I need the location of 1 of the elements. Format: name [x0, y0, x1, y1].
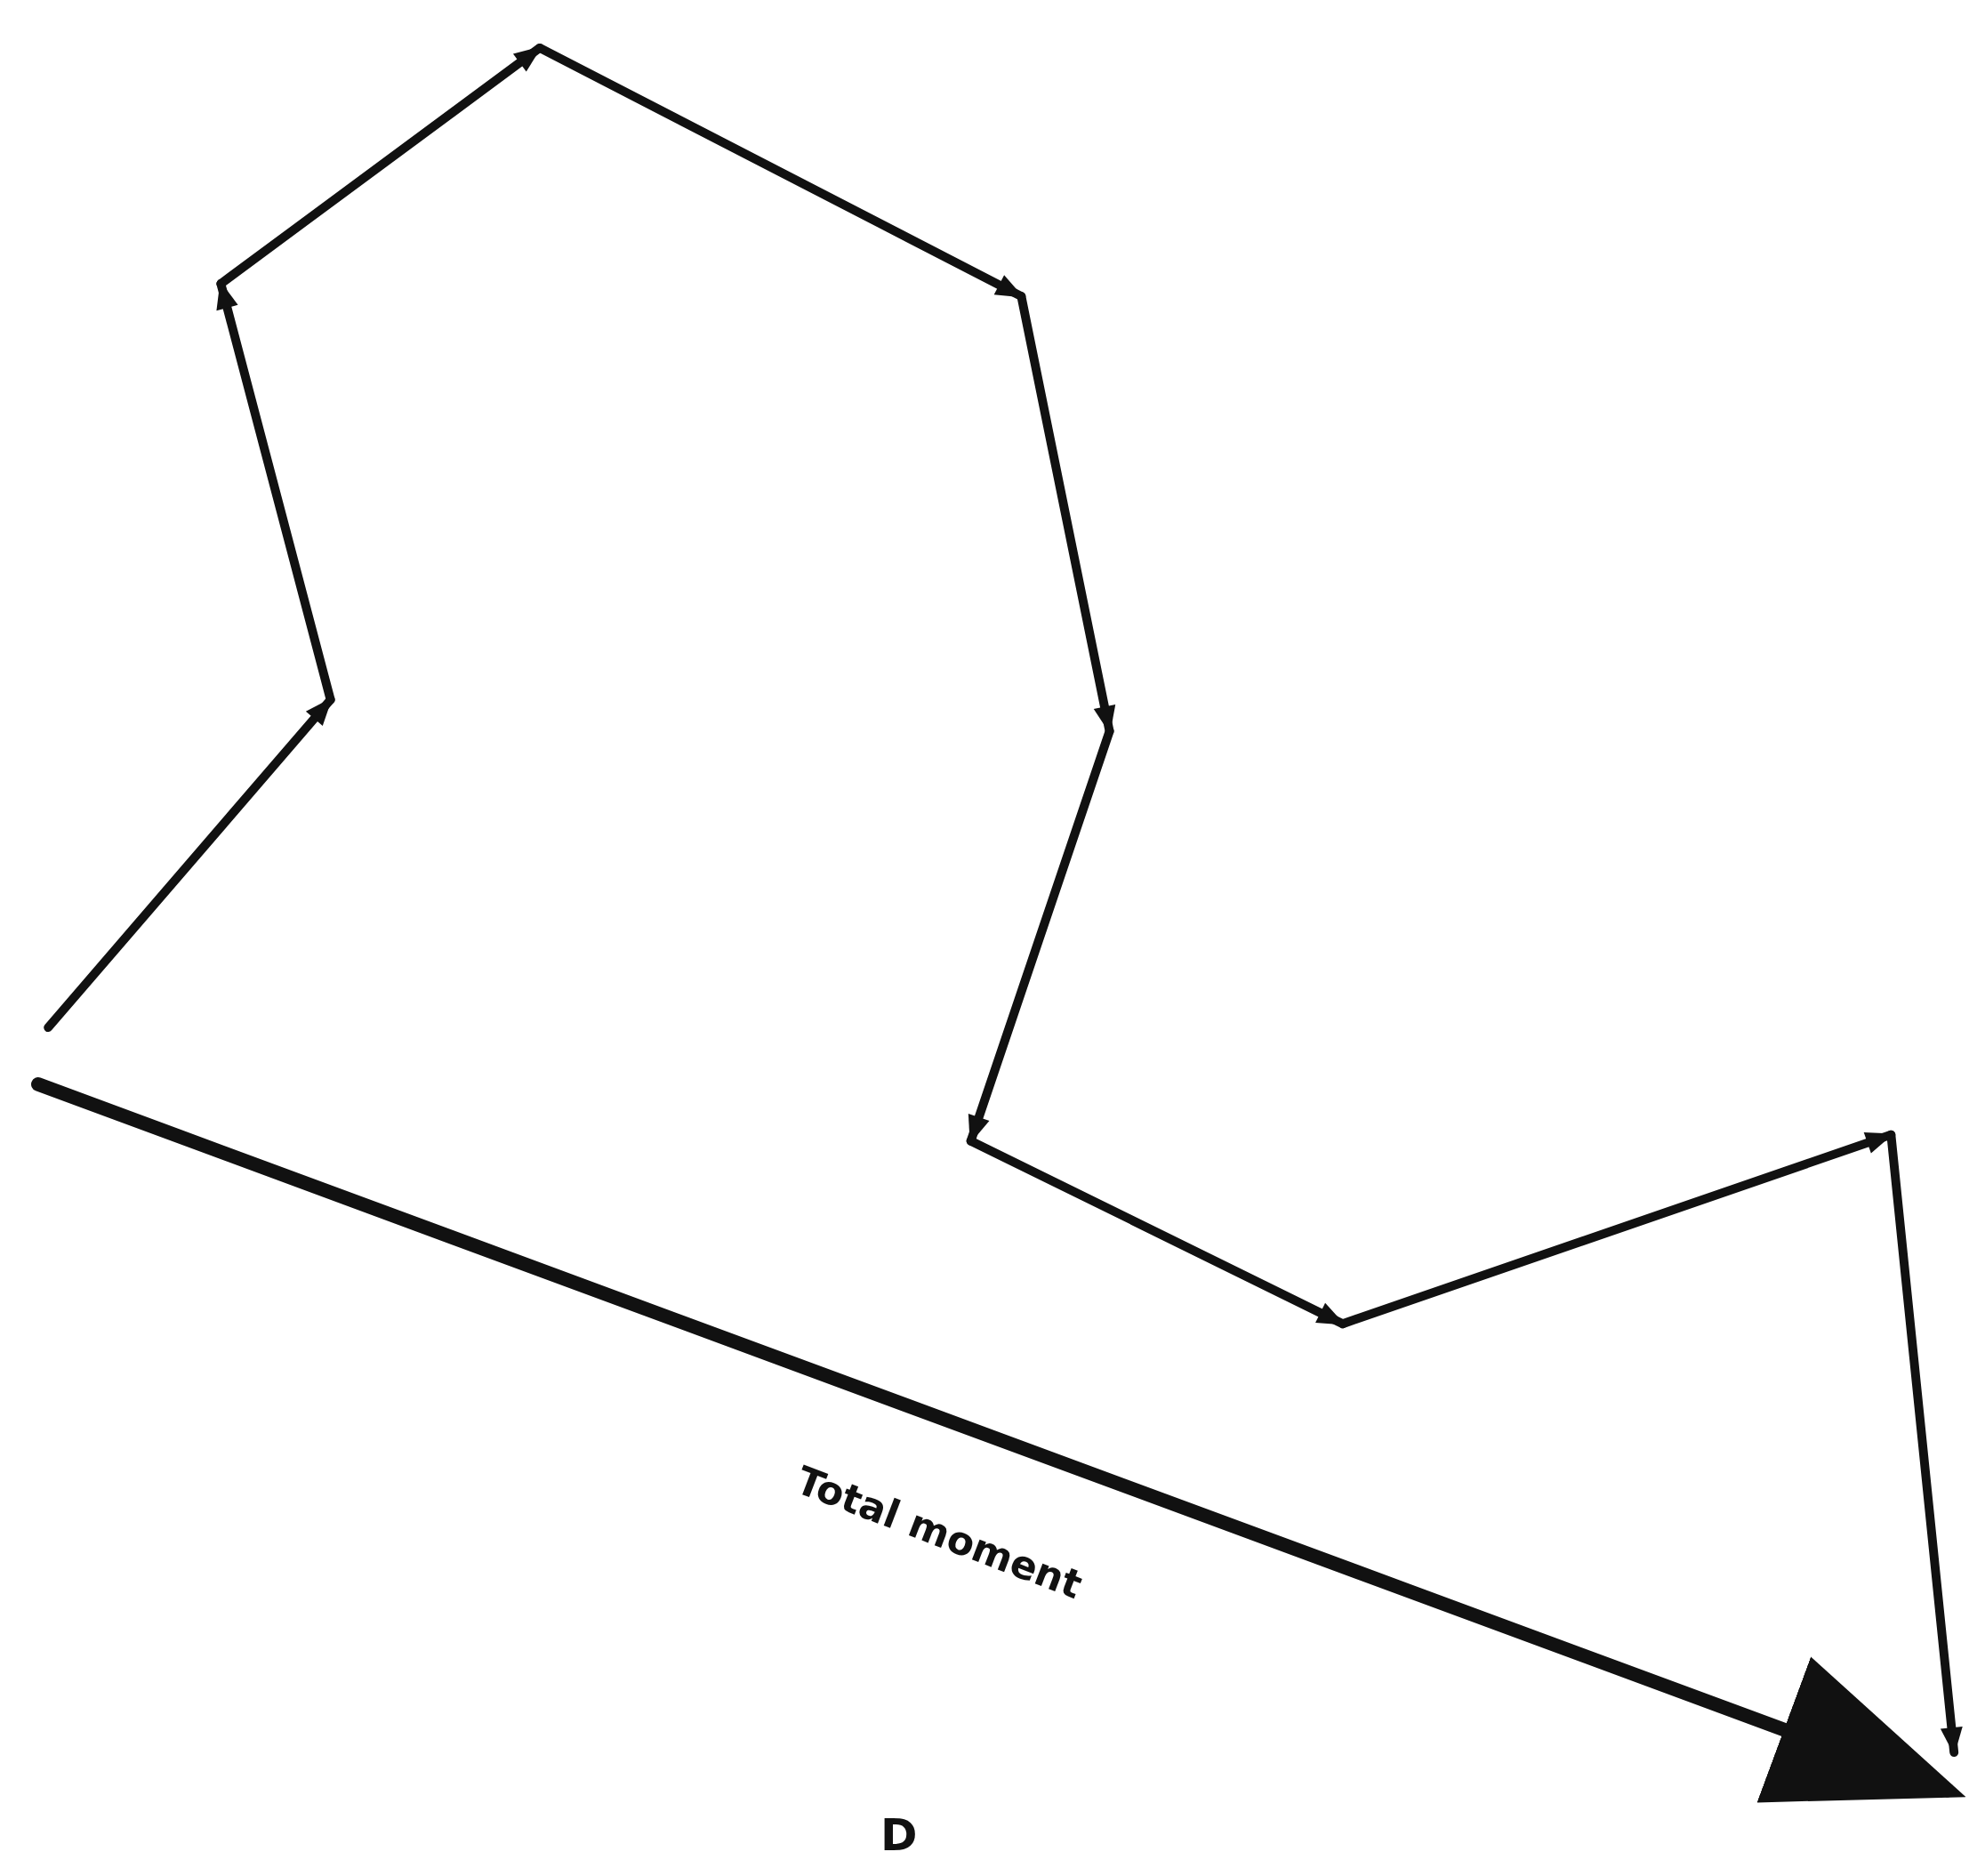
figure-letter: D [880, 1812, 918, 1857]
